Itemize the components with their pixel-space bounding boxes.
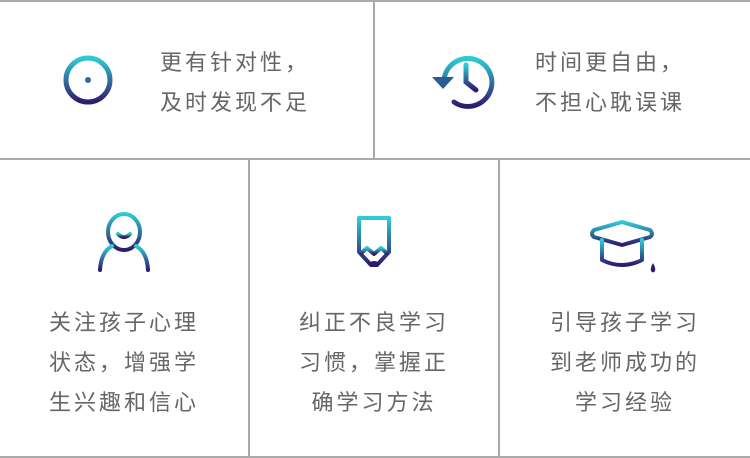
line: 确学习方法	[311, 391, 437, 416]
line: 关注孩子心理	[48, 311, 199, 336]
history-clock-icon	[430, 47, 496, 113]
feature-experience: 引导孩子学习到老师成功的学习经验	[500, 160, 750, 458]
line: 更有针对性，	[160, 51, 311, 76]
line: 纠正不良学习	[298, 311, 449, 336]
feature-text: 纠正不良学习习惯，掌握正确学习方法	[250, 304, 498, 424]
line: 学习经验	[574, 391, 675, 416]
user-icon	[89, 210, 159, 280]
feature-text: 关注孩子心理状态，增强学生兴趣和信心	[0, 304, 248, 424]
line: 不担心耽误课	[535, 91, 686, 116]
line: 习惯，掌握正	[298, 351, 449, 376]
feature-text: 引导孩子学习到老师成功的学习经验	[500, 304, 750, 424]
feature-psychology: 关注孩子心理状态，增强学生兴趣和信心	[0, 160, 250, 458]
line: 及时发现不足	[160, 91, 311, 116]
graduation-cap-icon	[590, 210, 660, 280]
feature-flexible-time: 时间更自由， 不担心耽误课	[375, 2, 750, 160]
line: 时间更自由，	[535, 51, 686, 76]
line: 到老师成功的	[549, 351, 700, 376]
line: 状态，增强学	[48, 351, 199, 376]
line: 引导孩子学习	[549, 311, 700, 336]
target-icon	[55, 47, 121, 113]
feature-text: 更有针对性， 及时发现不足	[160, 44, 310, 124]
feature-text: 时间更自由， 不担心耽误课	[535, 44, 685, 124]
feature-habits: 纠正不良学习习惯，掌握正确学习方法	[250, 160, 500, 458]
feature-targeted: 更有针对性， 及时发现不足	[0, 2, 375, 160]
pencil-icon	[339, 210, 409, 280]
line: 生兴趣和信心	[48, 391, 199, 416]
